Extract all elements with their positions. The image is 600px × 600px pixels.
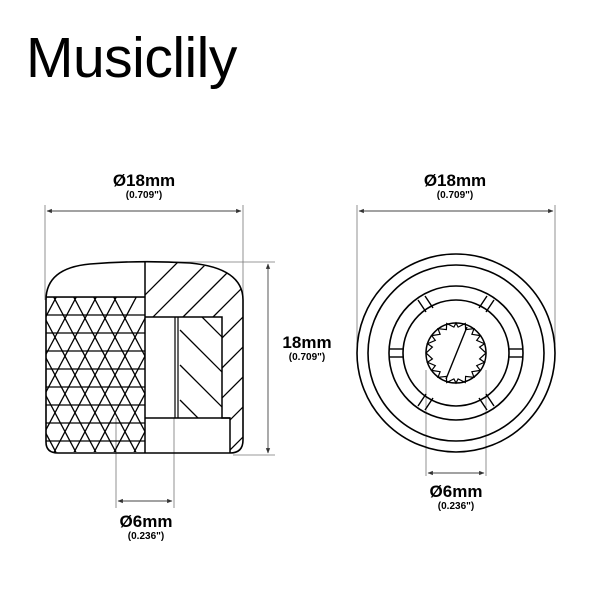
top-view xyxy=(356,205,556,476)
spline-teeth xyxy=(425,321,487,385)
side-diameter-label: Ø18mm (0.709") xyxy=(94,171,194,202)
height-mm: 18mm xyxy=(282,333,332,352)
ring-spokes xyxy=(389,295,523,411)
side-extension-lines xyxy=(44,205,275,508)
side-diameter-mm: Ø18mm xyxy=(112,171,176,190)
insert-hatch xyxy=(179,317,222,418)
top-diameter-mm: Ø18mm xyxy=(423,171,487,190)
top-extension-lines xyxy=(356,205,556,476)
top-diameter-inch: (0.709") xyxy=(436,190,474,201)
inner-ring xyxy=(402,299,510,407)
cap-hatch xyxy=(145,261,243,453)
top-dimension-lines xyxy=(358,208,554,476)
top-diameter-label: Ø18mm (0.709") xyxy=(405,171,505,202)
bore-diameter-label: Ø6mm (0.236") xyxy=(106,512,186,543)
bore-diameter-mm: Ø6mm xyxy=(119,512,173,531)
side-dimension-lines xyxy=(46,208,271,504)
knurl-pattern xyxy=(46,297,145,452)
height-label: 18mm (0.709") xyxy=(272,333,342,364)
outer-ring xyxy=(356,253,556,453)
side-view xyxy=(44,205,275,508)
shaft-slot xyxy=(445,326,468,380)
height-inch: (0.709") xyxy=(288,352,326,363)
second-ring xyxy=(367,264,545,442)
bore-diameter-inch: (0.236") xyxy=(127,531,165,542)
shaft-diameter-label: Ø6mm (0.236") xyxy=(416,482,496,513)
shaft-diameter-mm: Ø6mm xyxy=(429,482,483,501)
shaft-diameter-inch: (0.236") xyxy=(437,501,475,512)
side-diameter-inch: (0.709") xyxy=(125,190,163,201)
third-ring xyxy=(388,285,524,421)
brand-title: Musiclily xyxy=(26,26,237,90)
